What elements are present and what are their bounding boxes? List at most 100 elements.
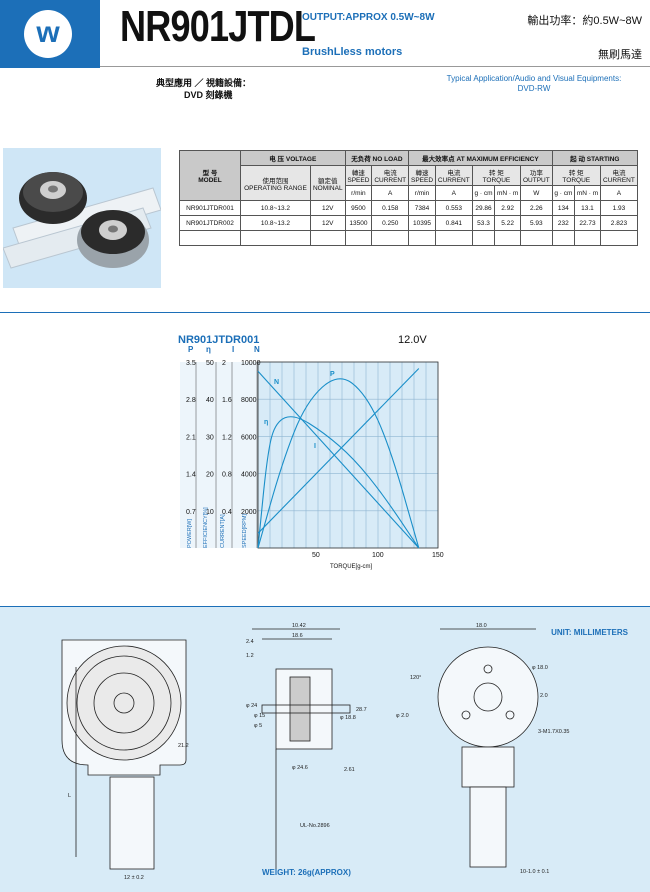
units-label: UNIT: MILLIMETERS	[551, 628, 628, 637]
table-cell-empty	[471, 230, 496, 246]
col-operating-en: OPERATING RANGE	[244, 184, 307, 192]
dim-label: φ 18.8	[340, 715, 356, 721]
header-divider	[100, 66, 650, 67]
back-view-hole-3	[483, 664, 493, 674]
col-start-torque-en: TORQUE	[562, 177, 591, 184]
col-eff-output-zh: 功率	[529, 170, 543, 177]
application-en-value: DVD-RW	[517, 84, 551, 93]
scale-header: I	[232, 345, 234, 354]
scale-tick-label: 30	[206, 434, 214, 441]
scale-tick-label: 0.7	[186, 509, 196, 516]
chart-title: NR901JTDR001	[178, 334, 260, 346]
dim-label: φ 15	[254, 713, 265, 719]
col-start-current-en: CURRENT	[603, 177, 635, 184]
scale-tick-label: 3.5	[186, 360, 196, 367]
weight-label: WEIGHT: 26g(APPROX)	[262, 868, 351, 877]
back-view-connector	[469, 786, 507, 868]
col-noload-speed-en: SPEED	[347, 177, 370, 184]
table-cell-empty	[494, 230, 522, 246]
chart-voltage: 12.0V	[398, 334, 427, 346]
application-zh-label: 典型應用 ／ 視籍設備：	[156, 78, 252, 88]
front-view-connector	[109, 776, 155, 870]
dimension-drawing: 10.42 18.6 2.4 1.2 21.2 L 12 ± 0.2 18.0 …	[61, 623, 570, 881]
series-line-N	[257, 370, 420, 549]
dim-label: 1.2	[246, 653, 254, 659]
scale-tick-label: 0.8	[222, 472, 232, 479]
scale-header: N	[254, 345, 260, 354]
dim-label: 2.4	[246, 639, 254, 645]
col-noload-speed-zh: 轉速	[351, 170, 365, 177]
dim-label: 10.42	[292, 623, 306, 629]
model-title: NR901JTDL	[120, 2, 316, 51]
scale-tick-label: 2	[222, 360, 226, 367]
table-cell: 53.3	[471, 215, 496, 231]
scale-tick-label: 10	[206, 509, 214, 516]
side-view-rotor	[289, 676, 311, 742]
back-view-outline	[437, 646, 539, 748]
dim-label: φ 5	[254, 723, 262, 729]
dim-label: L	[68, 793, 71, 799]
side-view-shaft	[261, 704, 351, 714]
scale-tick-label: 10000	[241, 360, 261, 367]
section-divider-1	[0, 312, 650, 313]
col-noload-current-zh: 电流	[383, 170, 397, 177]
dim-label: 120°	[410, 675, 421, 681]
col-noload-current-en: CURRENT	[374, 177, 407, 184]
table-row-empty	[179, 230, 639, 246]
col-nominal: 額定值 NOMINAL	[309, 165, 346, 201]
dim-label: 18.6	[292, 633, 303, 639]
table-cell-empty	[599, 230, 639, 246]
front-view-rotor	[66, 645, 182, 761]
section-divider-2	[0, 606, 650, 607]
table-cell-empty	[240, 230, 311, 246]
back-view-neck	[461, 746, 515, 788]
spec-table: 型 号 MODEL 电 压 VOLTAGE 无负荷 NO LOAD 最大效率点 …	[179, 150, 639, 246]
x-axis-label: TORQUE[g-cm]	[330, 564, 373, 570]
scale-header: P	[188, 345, 194, 354]
scale-tick-label: 0.4	[222, 509, 232, 516]
col-eff-torque-zh: 转 矩	[489, 170, 504, 177]
table-row: NR901JTDR002 10.8~13.2 12V 13500 0.250 1…	[179, 215, 639, 231]
axis-label: SPEED[RPM]	[242, 514, 248, 548]
table-cell-empty	[309, 230, 346, 246]
dim-label: 3-M1.7X0.35	[538, 729, 570, 735]
axis-label: CURRENT[A]	[220, 514, 226, 548]
scale-tick-label: 1.2	[222, 434, 232, 441]
series-line-P	[257, 378, 420, 549]
series-label: P	[330, 371, 335, 378]
performance-chart: 3.52.82.11.40.7504030201021.61.20.80.410…	[186, 345, 444, 570]
series-line-I	[257, 368, 420, 534]
dim-label: 2.0	[540, 693, 548, 699]
x-tick-label: 50	[312, 552, 320, 559]
dim-label: 12 ± 0.2	[124, 875, 144, 881]
col-nominal-zh: 額定值	[318, 177, 338, 185]
col-start-current-zh: 电流	[612, 170, 626, 177]
scale-tick-label: 2.8	[186, 397, 196, 404]
application-en-label: Typical Application/Audio and Visual Equ…	[446, 74, 622, 83]
starting-group: 起 动 STARTING	[551, 150, 639, 166]
dim-label: 28.7	[356, 707, 367, 713]
front-view-hub	[93, 672, 155, 734]
col-operating: 使用范围 OPERATING RANGE	[240, 165, 311, 201]
col-start-torque-zh: 转 矩	[568, 170, 584, 177]
back-view-bore	[473, 682, 503, 712]
scale-tick-label: 20	[206, 472, 214, 479]
dim-label: φ 24	[246, 703, 257, 709]
col-eff-speed-en: SPEED	[410, 177, 434, 184]
dim-label: UL-No.2896	[300, 823, 330, 829]
model-header-zh: 型 号	[202, 170, 218, 177]
scale-tick-label: 8000	[241, 397, 257, 404]
back-view-hole-2	[505, 710, 515, 720]
col-eff-current-zh: 电流	[447, 170, 461, 177]
x-tick-label: 150	[432, 552, 444, 559]
scale-tick-label: 50	[206, 360, 214, 367]
chart-scale-panel	[180, 362, 258, 548]
back-view-hole-1	[461, 710, 471, 720]
front-view-shaft	[113, 692, 135, 714]
col-nominal-en: NOMINAL	[312, 184, 343, 192]
